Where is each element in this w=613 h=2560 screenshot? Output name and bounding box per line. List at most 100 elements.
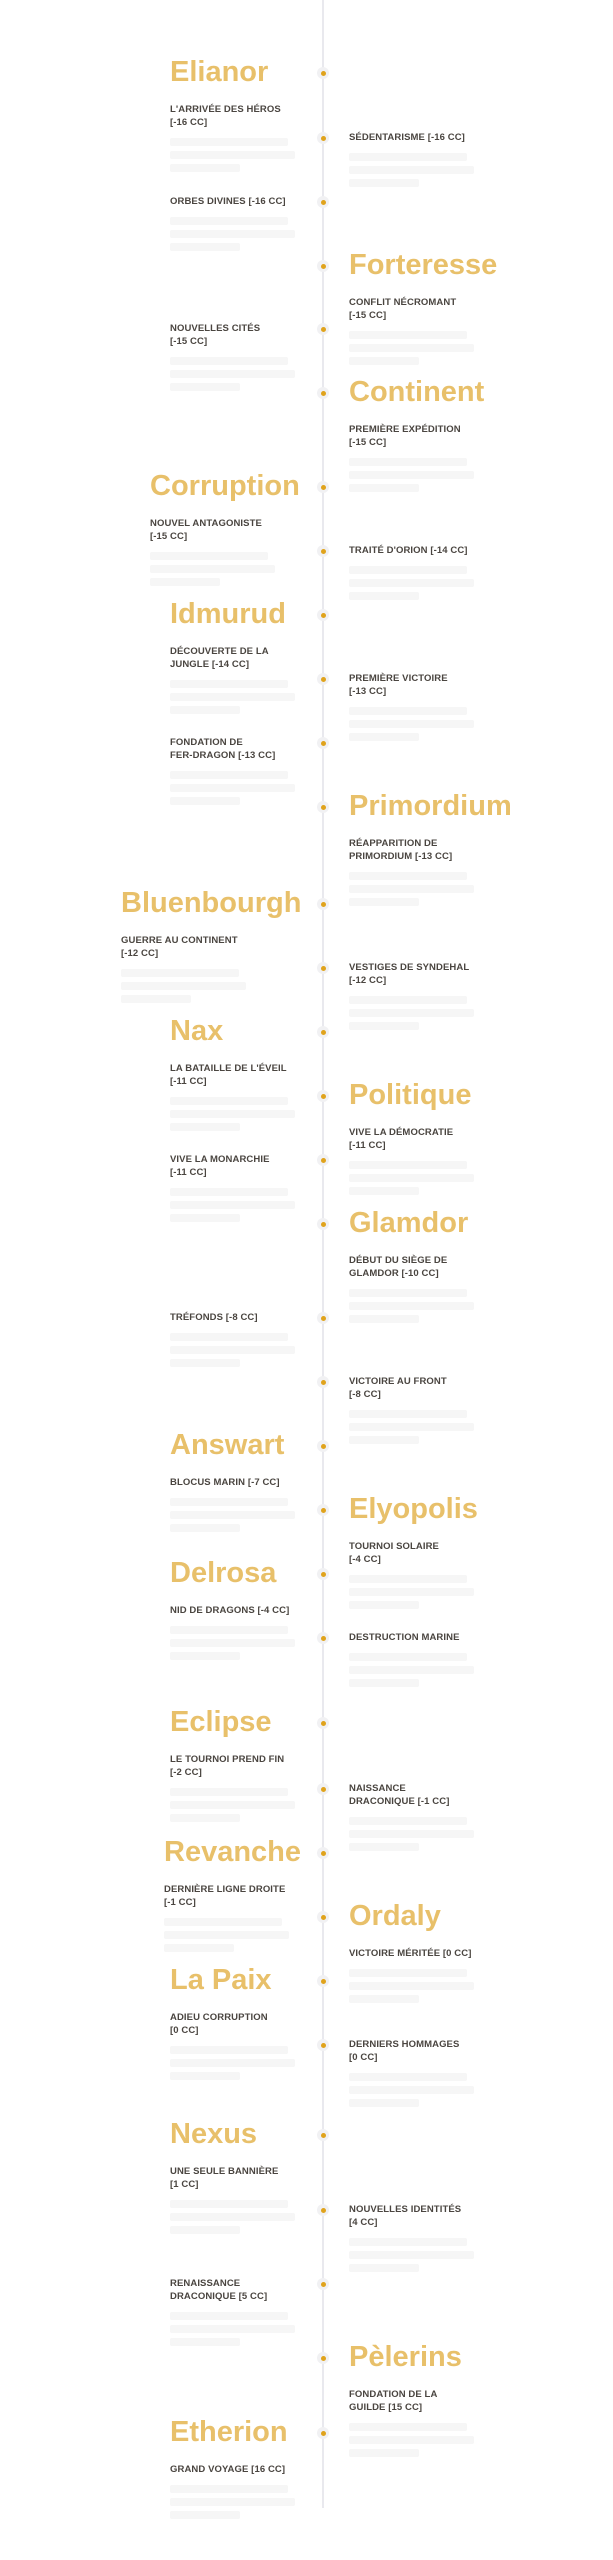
timeline-dot-icon	[317, 898, 329, 910]
timeline-dot-icon	[317, 387, 329, 399]
event-heading: VICTOIRE MÉRITÉE [0 CC]	[349, 1948, 472, 1959]
timeline-event: VIVE LA MONARCHIE [-11 CC]	[170, 1153, 310, 1227]
timeline-dot-icon	[317, 737, 329, 749]
timeline-dot-icon	[317, 260, 329, 272]
event-heading: CONFLIT NÉCROMANT [-15 CC]	[349, 297, 457, 321]
event-era-title: Answart	[170, 1429, 285, 1461]
event-heading: RÉAPPARITION DE PRIMORDIUM [-13 CC]	[349, 838, 453, 862]
event-description	[349, 707, 489, 741]
event-heading: L'ARRIVÉE DES HÉROS [-16 CC]	[170, 104, 281, 128]
timeline-event: NAISSANCE DRACONIQUE [-1 CC]	[349, 1782, 489, 1856]
event-era-title: Idmurud	[170, 598, 286, 630]
event-heading: VESTIGES DE SYNDEHAL [-12 CC]	[349, 962, 470, 986]
timeline-dot-icon	[317, 2352, 329, 2364]
event-heading: FONDATION DE FER-DRAGON [-13 CC]	[170, 737, 276, 761]
event-heading: GUERRE AU CONTINENT [-12 CC]	[121, 935, 238, 959]
timeline-dot-icon	[317, 1632, 329, 1644]
timeline-dot-icon	[317, 1090, 329, 1102]
event-description	[170, 2485, 310, 2519]
event-era-title: Ordaly	[349, 1900, 441, 1932]
event-heading: DESTRUCTION MARINE	[349, 1632, 460, 1643]
event-description	[170, 680, 310, 714]
event-heading: FONDATION DE LA GUILDE [15 CC]	[349, 2389, 438, 2413]
event-description	[349, 2423, 489, 2457]
event-heading: LE TOURNOI PREND FIN [-2 CC]	[170, 1754, 285, 1778]
event-description	[349, 1161, 489, 1195]
event-heading: VIVE LA DÉMOCRATIE [-11 CC]	[349, 1127, 454, 1151]
event-heading: TRÉFONDS [-8 CC]	[170, 1312, 258, 1323]
event-description	[170, 1097, 310, 1131]
event-era-title: Etherion	[170, 2416, 288, 2448]
event-era-title: Glamdor	[349, 1207, 469, 1239]
event-heading: VIVE LA MONARCHIE [-11 CC]	[170, 1154, 270, 1178]
timeline-event: VICTOIRE AU FRONT [-8 CC]	[349, 1375, 489, 1449]
event-description	[170, 2200, 310, 2234]
timeline-dot-icon	[317, 1218, 329, 1230]
event-era-title: Elyopolis	[349, 1493, 478, 1525]
event-era-title: Revanche	[164, 1836, 302, 1868]
event-description	[349, 331, 489, 365]
event-description	[349, 1653, 489, 1687]
timeline-dot-icon	[317, 1504, 329, 1516]
timeline-event: Eclipse LE TOURNOI PREND FIN [-2 CC]	[170, 1705, 310, 1827]
event-description	[170, 1626, 310, 1660]
timeline-dot-icon	[317, 1026, 329, 1038]
timeline-dot-icon	[317, 2278, 329, 2290]
event-era-title: Nax	[170, 1015, 224, 1047]
event-heading: DÉCOUVERTE DE LA JUNGLE [-14 CC]	[170, 646, 269, 670]
event-heading: BLOCUS MARIN [-7 CC]	[170, 1477, 280, 1488]
event-era-title: Eclipse	[170, 1706, 272, 1738]
event-description	[349, 458, 489, 492]
timeline-dot-icon	[317, 1783, 329, 1795]
timeline-dot-icon	[317, 2129, 329, 2141]
event-description	[170, 771, 310, 805]
timeline-dot-icon	[317, 1911, 329, 1923]
timeline-dot-icon	[317, 962, 329, 974]
event-description	[349, 566, 489, 600]
event-era-title: Forteresse	[349, 249, 498, 281]
event-era-title: Delrosa	[170, 1557, 277, 1589]
event-description	[349, 872, 489, 906]
event-era-title: Primordium	[349, 790, 512, 822]
event-description	[349, 1289, 489, 1323]
event-era-title: Elianor	[170, 56, 269, 88]
event-era-title: Continent	[349, 376, 485, 408]
event-heading: GRAND VOYAGE [16 CC]	[170, 2464, 286, 2475]
timeline-event: ORBES DIVINES [-16 CC]	[170, 195, 310, 256]
event-description	[170, 217, 310, 251]
event-era-title: La Paix	[170, 1964, 272, 1996]
event-description	[164, 1918, 304, 1952]
event-heading: PREMIÈRE VICTOIRE [-13 CC]	[349, 673, 448, 697]
event-description	[150, 552, 290, 586]
event-description	[170, 2312, 310, 2346]
timeline-dot-icon	[317, 609, 329, 621]
event-heading: SÉDENTARISME [-16 CC]	[349, 132, 465, 143]
timeline-event: RENAISSANCE DRACONIQUE [5 CC]	[170, 2277, 310, 2351]
event-era-title: Politique	[349, 1079, 472, 1111]
timeline-dot-icon	[317, 2039, 329, 2051]
timeline-dot-icon	[317, 132, 329, 144]
event-description	[170, 1498, 310, 1532]
event-heading: UNE SEULE BANNIÈRE [1 CC]	[170, 2166, 279, 2190]
timeline-dot-icon	[317, 481, 329, 493]
timeline-event: DERNIERS HOMMAGES [0 CC]	[349, 2038, 489, 2112]
event-heading: PREMIÈRE EXPÉDITION [-15 CC]	[349, 424, 461, 448]
event-era-title: Nexus	[170, 2118, 258, 2150]
timeline-dot-icon	[317, 67, 329, 79]
event-heading: NOUVEL ANTAGONISTE [-15 CC]	[150, 518, 262, 542]
event-description	[170, 1333, 310, 1367]
timeline-dot-icon	[317, 1376, 329, 1388]
event-heading: NOUVELLES CITÉS [-15 CC]	[170, 323, 261, 347]
timeline-event: NOUVELLES IDENTITÉS [4 CC]	[349, 2203, 489, 2277]
